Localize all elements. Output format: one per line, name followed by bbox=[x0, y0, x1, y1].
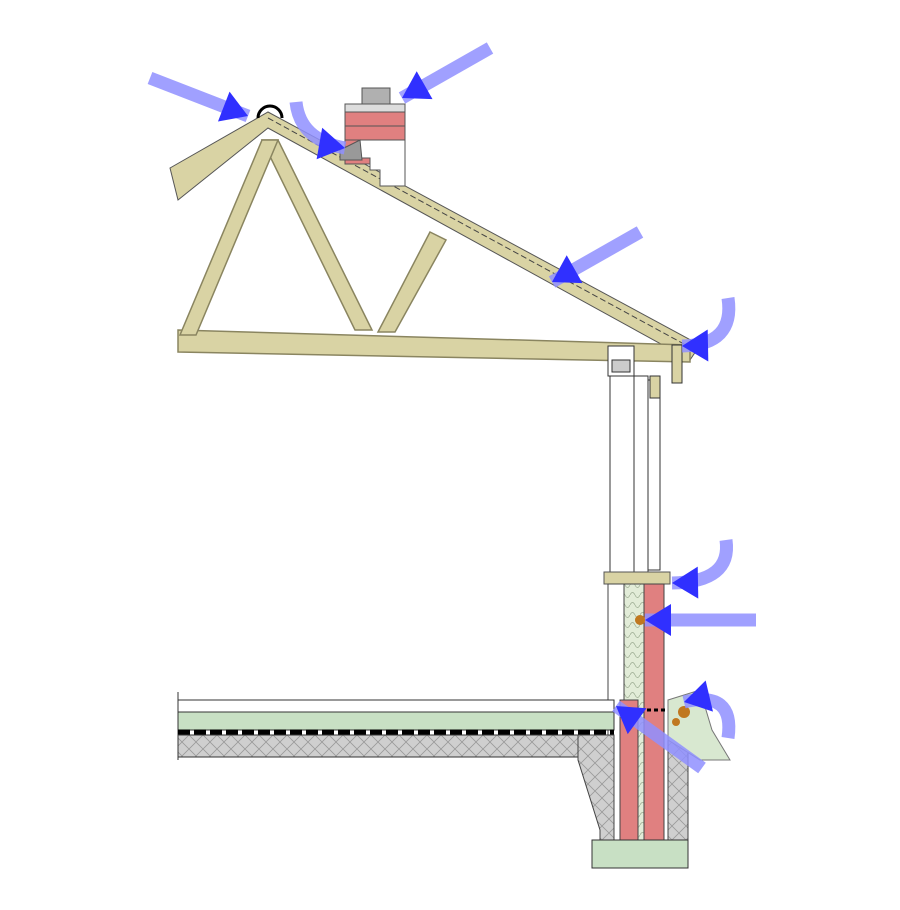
arrow-ridge-icon bbox=[147, 71, 251, 123]
arrow-chimney-flashing-icon bbox=[289, 100, 347, 160]
arrow-roof-slope-icon bbox=[548, 226, 644, 288]
window-sill bbox=[603, 571, 671, 585]
floor-slab bbox=[177, 692, 615, 760]
arrow-floor-edge-icon bbox=[612, 700, 706, 774]
arrow-damp-course-icon bbox=[682, 680, 736, 739]
chimney bbox=[339, 87, 406, 187]
arrows bbox=[147, 42, 756, 774]
window-frame bbox=[607, 344, 683, 577]
arrow-chimney-top-icon bbox=[398, 42, 494, 104]
cavity-wall bbox=[607, 583, 665, 841]
ridge-vent bbox=[256, 104, 284, 119]
footing bbox=[591, 839, 689, 869]
arrow-eave-gutter-icon bbox=[681, 297, 736, 362]
arrow-wall-cavity-icon bbox=[645, 604, 756, 636]
roof-truss bbox=[177, 139, 691, 363]
arrow-window-sill-icon bbox=[671, 539, 734, 599]
